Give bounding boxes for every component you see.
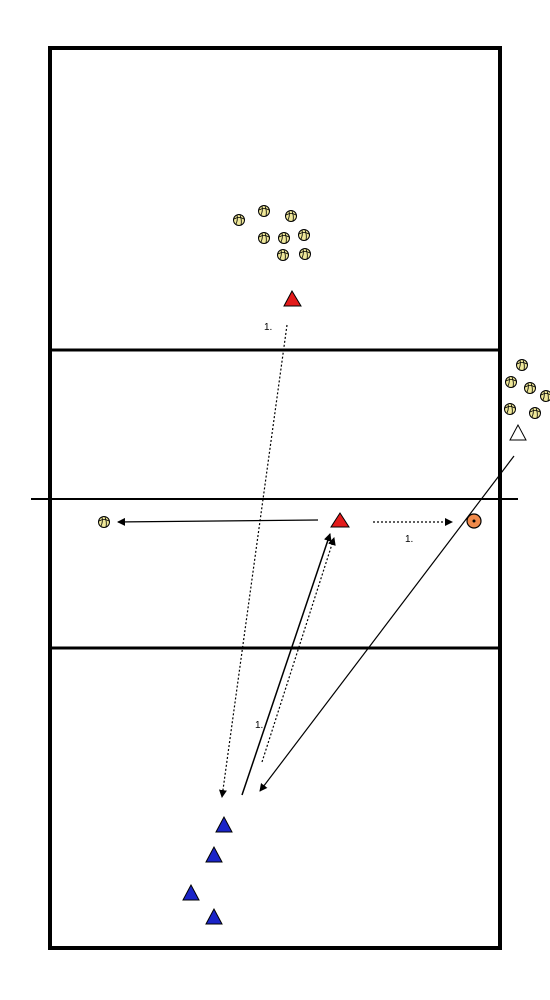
ball-icon [529, 407, 541, 419]
dotted-arrow-blue-to-red [261, 537, 336, 763]
solid-arrow-blue-to-red [241, 533, 332, 796]
pass-label-right: 1. [405, 534, 414, 545]
blue-player-triangle-icon [182, 883, 200, 901]
ball-icon [233, 214, 245, 226]
ball-cluster-right [504, 359, 550, 419]
ball-icon [524, 382, 536, 394]
ball-icon [504, 403, 516, 415]
ball-cluster-top [233, 205, 311, 261]
solid-arrow-set-left [117, 517, 319, 526]
ball-icon [299, 248, 311, 260]
ball-icon [277, 249, 289, 261]
target-circle-icon [466, 513, 482, 529]
ball-icon [98, 516, 110, 528]
ball-icon [540, 390, 550, 402]
red-player-triangle-icon [283, 289, 302, 307]
pass-label-top: 1. [264, 322, 273, 333]
blue-player-triangle-icon [215, 815, 233, 833]
ball-icon [285, 210, 297, 222]
solid-arrow-white-to-blue [259, 455, 515, 792]
ball-icon [516, 359, 528, 371]
ball-icon [278, 232, 290, 244]
blue-player-triangle-icon [205, 907, 223, 925]
ball-icon [258, 232, 270, 244]
ball-icon [258, 205, 270, 217]
white-player-triangle-icon [509, 423, 527, 441]
dotted-arrow-pass-top [218, 324, 288, 798]
ball-icon [298, 229, 310, 241]
pass-label-bottom: 1. [255, 720, 264, 731]
red-player-triangle-icon [330, 512, 350, 528]
blue-player-triangle-icon [205, 845, 223, 863]
ball-icon [505, 376, 517, 388]
